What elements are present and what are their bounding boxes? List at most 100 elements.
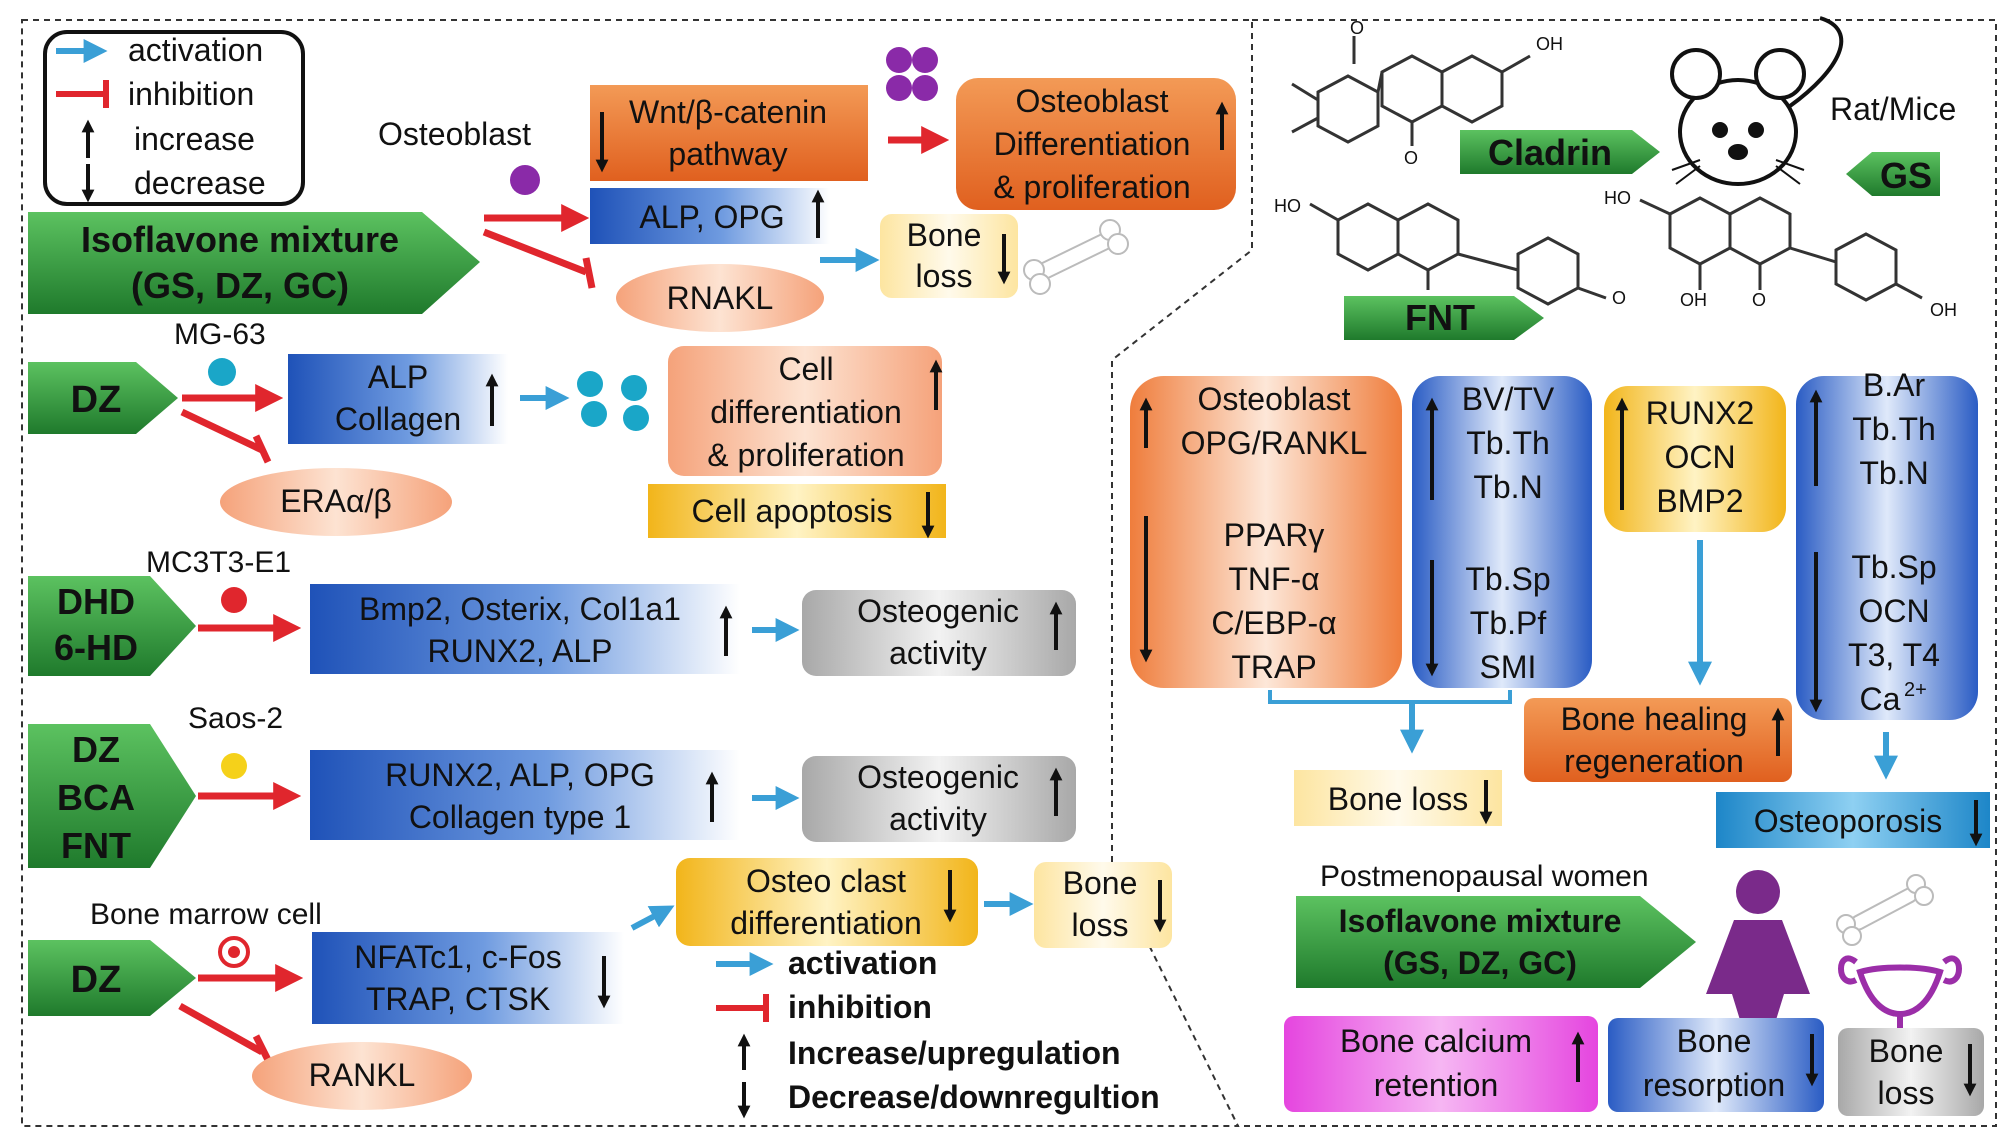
dz-bca-fnt-line3: FNT <box>61 825 131 866</box>
wnt-pathway-box <box>590 85 868 181</box>
era-label: ERAα/β <box>280 483 392 519</box>
mix-right-line2: (GS, DZ, GC) <box>1383 945 1577 981</box>
runx2-markers-box <box>310 750 740 840</box>
cladrin-arrow <box>1460 130 1660 174</box>
legend-increase-label: increase <box>134 121 255 157</box>
cell-diff-line1: Cell <box>778 351 833 387</box>
bone-healing-box <box>1524 698 1792 782</box>
cell-label-osteoblast: Osteoblast <box>378 116 531 152</box>
era-ellipse <box>220 468 452 536</box>
runx2-ocn-box <box>1604 386 1786 532</box>
isoflavone-mixture-arrow-right <box>1296 896 1696 988</box>
bone-loss-row5-line2: loss <box>1072 907 1129 943</box>
right-panel: OH O O Cladrin Rat/Mice GS <box>1130 16 1990 1116</box>
calcium-superscript: 2+ <box>1904 679 1927 701</box>
dz-inhibition-line-row5 <box>178 1002 264 1056</box>
legend-bottom-increase-label: Increase/upregulation <box>788 1035 1121 1071</box>
osteoclast-diff-line2: differentiation <box>730 905 922 941</box>
bone-calcium-line2: retention <box>1374 1067 1499 1103</box>
dz-inhibition-line-row2 <box>180 408 264 454</box>
rankl-label: RANKL <box>309 1057 416 1093</box>
rankl-ellipse <box>252 1042 472 1110</box>
fnt-arrow <box>1344 296 1544 340</box>
cladrin-ring-o-label: O <box>1350 18 1364 38</box>
alp-collagen-line1: ALP <box>368 359 428 395</box>
dz-label-row5: DZ <box>71 959 122 1001</box>
cell-label-bone-marrow: Bone marrow cell <box>90 898 322 931</box>
legend-bottom-inhibition-label: inhibition <box>788 989 932 1025</box>
dhd-arrow <box>28 576 196 676</box>
osteogenic-activity-box-row3 <box>802 590 1076 676</box>
box4-down-2: T3, T4 <box>1848 637 1940 673</box>
cell-label-mc3t3: MC3T3-E1 <box>146 546 291 579</box>
alp-collagen-line2: Collagen <box>335 401 461 437</box>
box2-up-0: BV/TV <box>1462 381 1555 417</box>
bone-loss-women-line2: loss <box>1878 1075 1935 1111</box>
gs-o-label: O <box>1752 290 1766 310</box>
osteoporosis-label: Osteoporosis <box>1754 803 1943 839</box>
left-panel-frame <box>21 19 1253 1127</box>
mc3t3-cell-icon <box>221 587 247 613</box>
legend-top: activation inhibition increase decrease <box>43 30 305 206</box>
legend-bottom-decrease-label: Decrease/downregultion <box>788 1079 1160 1115</box>
proliferating-cells-icon <box>577 371 649 431</box>
isoflavone-mixture-arrow <box>28 212 480 314</box>
bmp2-markers-line2: RUNX2, ALP <box>428 633 613 669</box>
box3-up-0: RUNX2 <box>1646 395 1754 431</box>
cell-diff-line3: & proliferation <box>707 437 904 473</box>
fnt-ho-label: HO <box>1274 196 1301 216</box>
bone-microarch-box-1 <box>1412 376 1592 688</box>
nfatc1-markers-line1: NFATc1, c-Fos <box>354 939 561 975</box>
legend-bottom: activation inhibition Increase/upregulat… <box>716 945 1160 1119</box>
row-dz-bone-marrow: Bone marrow cell DZ NFATc1, c-Fos TRAP, … <box>28 858 1172 1110</box>
dz-arrow-row5 <box>28 940 196 1016</box>
legend-activation-label: activation <box>128 32 263 68</box>
box1-down-0: PPARγ <box>1224 517 1325 553</box>
box1-down-2: C/EBP-α <box>1211 605 1336 641</box>
fnt-methoxy-o-label: O <box>1612 288 1626 308</box>
box2-down-0: Tb.Sp <box>1465 561 1550 597</box>
bone-resorption-line1: Bone <box>1677 1023 1752 1059</box>
bone-healing-line2: regeneration <box>1564 743 1744 779</box>
rat-mice-label: Rat/Mice <box>1830 91 1956 127</box>
bone-icon <box>1023 219 1129 295</box>
row-dz-bca-fnt-saos2: Saos-2 DZ BCA FNT RUNX2, ALP, OPG Collag… <box>28 702 1076 868</box>
mouse-icon <box>1670 16 1844 186</box>
osteoblast-diff-line2: Differentiation <box>994 126 1191 162</box>
bone-loss-row5-line1: Bone <box>1063 865 1138 901</box>
alp-opg-box <box>590 188 830 244</box>
cell-differentiation-box <box>668 346 942 476</box>
gs-oh-label-left: OH <box>1680 290 1707 310</box>
box4-down-0: Tb.Sp <box>1851 549 1936 585</box>
wnt-pathway-line1: Wnt/β-catenin <box>629 94 827 130</box>
box4-down-1: OCN <box>1858 593 1929 629</box>
dz-bca-fnt-line1: DZ <box>72 729 120 770</box>
box2-up-1: Tb.Th <box>1466 425 1550 461</box>
bone-calcium-line1: Bone calcium <box>1340 1023 1532 1059</box>
bmp2-markers-line1: Bmp2, Osterix, Col1a1 <box>359 591 681 627</box>
cell-label-mg63: MG-63 <box>174 318 266 351</box>
nfatc1-markers-box <box>312 932 624 1024</box>
rnakl-ellipse <box>616 264 824 332</box>
bone-microarch-box-2 <box>1796 376 1978 720</box>
box1-box2-bracket <box>1268 690 1512 704</box>
gs-arrow <box>1846 152 1940 196</box>
bone-loss-box-row1 <box>880 214 1018 298</box>
bone-loss-box-right <box>1294 770 1502 826</box>
rnakl-label: RNAKL <box>667 280 774 316</box>
legend-bottom-activation-label: activation <box>788 945 937 981</box>
panel-frames <box>21 19 1997 1127</box>
row-isoflavone-osteoblast: Osteoblast Isoflavone mixture (GS, DZ, G… <box>28 47 1236 332</box>
osteogenic-activity-row4-line2: activity <box>889 801 987 837</box>
cladrin-structure-icon <box>1291 36 1531 146</box>
box4-up-1: Tb.Th <box>1852 411 1936 447</box>
cladrin-label: Cladrin <box>1488 132 1612 173</box>
legend-inhibition-label: inhibition <box>128 76 254 112</box>
isoflavone-mixture-title: Isoflavone mixture <box>81 219 399 260</box>
cell-apoptosis-box <box>648 484 946 538</box>
box1-down-3: TRAP <box>1231 649 1316 685</box>
gs-oh-label-right: OH <box>1930 300 1957 320</box>
box4-up-0: B.Ar <box>1863 367 1926 403</box>
wnt-pathway-line2: pathway <box>668 136 787 172</box>
